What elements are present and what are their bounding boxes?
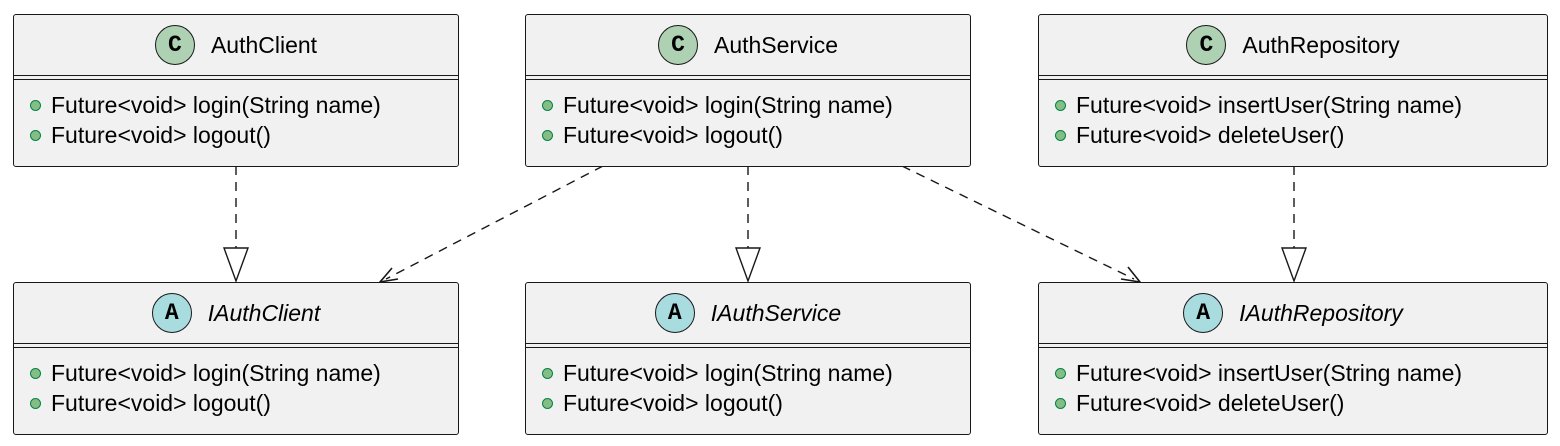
- methods-compartment: Future<void> login(String name) Future<v…: [14, 80, 458, 150]
- method-signature: Future<void> logout(): [563, 121, 783, 148]
- public-method-icon: [1055, 99, 1066, 111]
- method-row: Future<void> login(String name): [542, 90, 970, 120]
- relation-authservice-iauthclient: [377, 165, 604, 284]
- method-signature: Future<void> login(String name): [51, 359, 381, 386]
- relation-authservice-iauthservice: [735, 166, 761, 284]
- method-row: Future<void> deleteUser(): [1055, 120, 1547, 150]
- public-method-icon: [1055, 367, 1066, 379]
- abstract-stereotype-icon: A: [151, 293, 192, 333]
- public-method-icon: [1055, 129, 1066, 141]
- relation-authrepository-iauthrepository: [1281, 166, 1307, 284]
- class-name: IAuthClient: [207, 299, 321, 326]
- class-name: IAuthService: [710, 299, 842, 326]
- abstract-stereotype-icon: A: [654, 293, 695, 333]
- attributes-compartment: [1039, 75, 1547, 80]
- public-method-icon: [1055, 397, 1066, 409]
- method-row: Future<void> logout(): [30, 120, 458, 150]
- class-box-authrepository[interactable]: C AuthRepository Future<void> insertUser…: [1038, 14, 1548, 167]
- public-method-icon: [30, 367, 41, 379]
- method-row: Future<void> deleteUser(): [1055, 388, 1547, 418]
- methods-compartment: Future<void> login(String name) Future<v…: [526, 80, 970, 150]
- class-header: A IAuthRepository: [1039, 283, 1547, 343]
- class-header: C AuthService: [526, 15, 970, 75]
- method-signature: Future<void> deleteUser(): [1076, 389, 1345, 416]
- method-signature: Future<void> insertUser(String name): [1076, 91, 1463, 118]
- class-stereotype-icon: C: [657, 25, 698, 65]
- class-box-authservice[interactable]: C AuthService Future<void> login(String …: [525, 14, 971, 167]
- attributes-compartment: [526, 343, 970, 348]
- public-method-icon: [542, 397, 553, 409]
- methods-compartment: Future<void> login(String name) Future<v…: [14, 348, 458, 418]
- class-name: AuthRepository: [1242, 31, 1400, 58]
- method-row: Future<void> logout(): [30, 388, 458, 418]
- method-row: Future<void> login(String name): [542, 358, 970, 388]
- class-name: IAuthRepository: [1239, 299, 1403, 326]
- method-signature: Future<void> login(String name): [563, 359, 893, 386]
- method-signature: Future<void> logout(): [563, 389, 783, 416]
- public-method-icon: [542, 129, 553, 141]
- class-box-iauthclient[interactable]: A IAuthClient Future<void> login(String …: [13, 282, 459, 435]
- relation-authclient-iauthclient: [223, 166, 249, 284]
- class-box-iauthrepository[interactable]: A IAuthRepository Future<void> insertUse…: [1038, 282, 1548, 435]
- class-stereotype-icon: C: [1186, 25, 1227, 65]
- attributes-compartment: [526, 75, 970, 80]
- method-row: Future<void> insertUser(String name): [1055, 90, 1547, 120]
- method-signature: Future<void> deleteUser(): [1076, 121, 1345, 148]
- class-header: C AuthClient: [14, 15, 458, 75]
- methods-compartment: Future<void> insertUser(String name) Fut…: [1039, 80, 1547, 150]
- class-header: A IAuthClient: [14, 283, 458, 343]
- class-header: A IAuthService: [526, 283, 970, 343]
- attributes-compartment: [1039, 343, 1547, 348]
- public-method-icon: [542, 367, 553, 379]
- methods-compartment: Future<void> insertUser(String name) Fut…: [1039, 348, 1547, 418]
- method-signature: Future<void> logout(): [51, 121, 271, 148]
- class-name: AuthService: [713, 31, 838, 58]
- attributes-compartment: [14, 343, 458, 348]
- method-signature: Future<void> login(String name): [563, 91, 893, 118]
- class-stereotype-icon: C: [154, 25, 195, 65]
- abstract-stereotype-icon: A: [1183, 293, 1224, 333]
- public-method-icon: [542, 99, 553, 111]
- class-name: AuthClient: [210, 31, 318, 58]
- class-box-authclient[interactable]: C AuthClient Future<void> login(String n…: [13, 14, 459, 167]
- relation-authservice-iauthrepository: [901, 165, 1142, 284]
- method-signature: Future<void> login(String name): [51, 91, 381, 118]
- method-row: Future<void> logout(): [542, 120, 970, 150]
- method-row: Future<void> insertUser(String name): [1055, 358, 1547, 388]
- methods-compartment: Future<void> login(String name) Future<v…: [526, 348, 970, 418]
- public-method-icon: [30, 397, 41, 409]
- class-box-iauthservice[interactable]: A IAuthService Future<void> login(String…: [525, 282, 971, 435]
- public-method-icon: [30, 99, 41, 111]
- method-signature: Future<void> logout(): [51, 389, 271, 416]
- public-method-icon: [30, 129, 41, 141]
- method-row: Future<void> logout(): [542, 388, 970, 418]
- class-header: C AuthRepository: [1039, 15, 1547, 75]
- method-signature: Future<void> insertUser(String name): [1076, 359, 1463, 386]
- method-row: Future<void> login(String name): [30, 358, 458, 388]
- method-row: Future<void> login(String name): [30, 90, 458, 120]
- attributes-compartment: [14, 75, 458, 80]
